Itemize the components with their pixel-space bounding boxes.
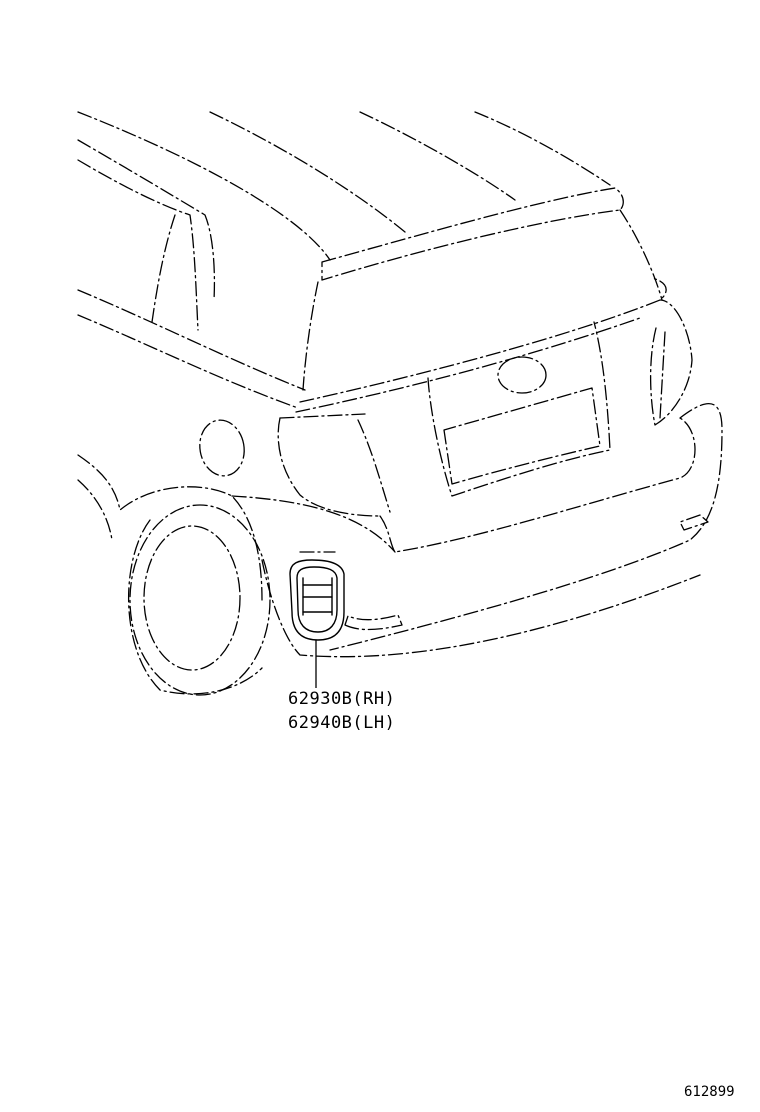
vehicle-body-outline — [77, 111, 723, 696]
reflector-part — [289, 559, 345, 641]
part-number-label-lh: 62940B(LH) — [288, 713, 396, 733]
figure-code: 612899 — [684, 1084, 735, 1100]
part-number-label-rh: 62930B(RH) — [288, 689, 396, 709]
